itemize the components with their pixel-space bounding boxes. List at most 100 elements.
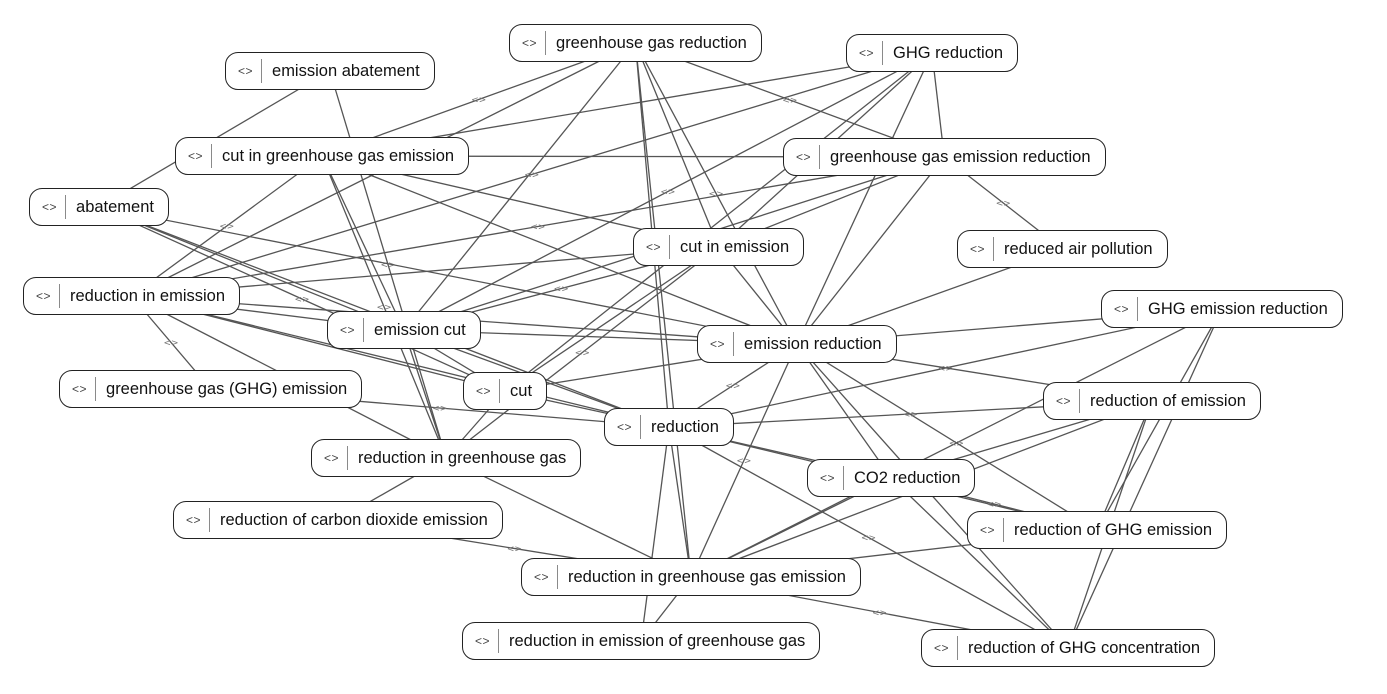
node-divider [65, 195, 67, 219]
edge-n7-n14 [504, 246, 719, 392]
node-reduction-in-emission[interactable]: <>reduction in emission [23, 277, 241, 315]
edge-n16-n22 [640, 426, 670, 642]
node-cut-in-emission[interactable]: <>cut in emission [633, 228, 805, 266]
node-divider [1003, 518, 1005, 542]
node-reduction-of-ghg-emission[interactable]: <>reduction of GHG emission [967, 511, 1228, 549]
node-cut-in-greenhouse-gas-emission[interactable]: <> cut in greenhouse gas emission [175, 137, 470, 175]
edge-n4-n17 [321, 155, 447, 459]
node-label: emission cut [374, 320, 466, 339]
node-label: cut [510, 381, 533, 400]
node-greenhouse-gas-ghg-emission[interactable]: <> greenhouse gas (GHG) emission [59, 370, 363, 408]
node-abatement[interactable]: <> abatement [29, 188, 169, 226]
node-emission-reduction[interactable]: <>emission reduction [697, 325, 897, 363]
edge-n6-n12 [98, 206, 797, 345]
node-label: reduction of carbon dioxide emission [220, 510, 488, 529]
expand-toggle-icon[interactable]: <> [980, 523, 996, 537]
edge-n5-n9 [131, 156, 945, 297]
expand-toggle-icon[interactable]: <> [42, 200, 58, 214]
expand-toggle-icon[interactable]: <> [820, 471, 836, 485]
node-divider [557, 565, 559, 589]
expand-toggle-icon[interactable]: <> [340, 323, 356, 337]
edge-n3-n17 [329, 70, 447, 459]
node-cut[interactable]: <> cut [463, 372, 548, 410]
edge-marker-icon: <> [861, 534, 876, 544]
node-greenhouse-gas-reduction[interactable]: <>greenhouse gas reduction [509, 24, 762, 62]
node-emission-abatement[interactable]: <>emission abatement [225, 52, 435, 90]
edge-marker-icon: <> [725, 382, 740, 392]
node-reduction-in-greenhouse-gas[interactable]: <>reduction in greenhouse gas [311, 439, 582, 477]
node-divider [1137, 297, 1139, 321]
node-label: abatement [76, 197, 154, 216]
edge-marker-icon: <> [432, 404, 447, 414]
edge-n2-n9 [131, 52, 933, 297]
edge-n1-n12 [634, 42, 798, 345]
expand-toggle-icon[interactable]: <> [476, 384, 492, 398]
expand-toggle-icon[interactable]: <> [238, 64, 254, 78]
node-divider [499, 379, 501, 403]
edge-n1-n7 [634, 42, 720, 248]
node-label: reduction in greenhouse gas emission [568, 567, 846, 586]
expand-toggle-icon[interactable]: <> [324, 451, 340, 465]
node-label: GHG emission reduction [1148, 299, 1328, 318]
edge-marker-icon: <> [219, 222, 234, 232]
edge-marker-icon: <> [736, 457, 751, 467]
node-label: reduction of GHG concentration [968, 638, 1201, 657]
node-label: CO2 reduction [854, 468, 961, 487]
expand-toggle-icon[interactable]: <> [710, 337, 726, 351]
node-divider [669, 235, 671, 259]
edge-n4-n12 [321, 155, 798, 345]
node-divider [347, 446, 349, 470]
edge-marker-icon: <> [949, 439, 964, 449]
node-ghg-emission-reduction[interactable]: <> GHG emission reduction [1101, 290, 1343, 328]
expand-toggle-icon[interactable]: <> [188, 149, 204, 163]
node-reduction-of-ghg-concentration[interactable]: <> reduction of GHG concentration [921, 629, 1216, 667]
edge-n4-n9 [131, 155, 323, 297]
edge-marker-icon: <> [507, 545, 522, 555]
expand-toggle-icon[interactable]: <> [1056, 394, 1072, 408]
node-reduced-air-pollution[interactable]: <>reduced air pollution [957, 230, 1168, 268]
expand-toggle-icon[interactable]: <> [796, 150, 812, 164]
node-greenhouse-gas-emission-reduction[interactable]: <> greenhouse gas emission reduction [783, 138, 1106, 176]
node-co2-reduction[interactable]: <> CO2 reduction [807, 459, 976, 497]
expand-toggle-icon[interactable]: <> [617, 420, 633, 434]
expand-toggle-icon[interactable]: <> [859, 46, 875, 60]
edge-n17-n21 [445, 457, 692, 578]
node-label: reduction [651, 417, 719, 436]
edge-n11-n17 [403, 329, 447, 459]
expand-toggle-icon[interactable]: <> [72, 382, 88, 396]
expand-toggle-icon[interactable]: <> [1114, 302, 1130, 316]
node-divider [843, 466, 845, 490]
edge-marker-icon: <> [377, 303, 392, 313]
edge-n10-n23 [1067, 308, 1223, 649]
expand-toggle-icon[interactable]: <> [475, 634, 491, 648]
node-label: cut in greenhouse gas emission [222, 146, 455, 165]
expand-toggle-icon[interactable]: <> [646, 240, 662, 254]
expand-toggle-icon[interactable]: <> [186, 513, 202, 527]
edge-n1-n21 [634, 42, 692, 578]
edge-n15-n20 [1096, 400, 1153, 531]
edge-marker-icon: <> [938, 364, 953, 374]
edge-marker-icon: <> [294, 295, 309, 305]
edge-n18-n23 [890, 477, 1069, 649]
node-label: greenhouse gas (GHG) emission [106, 379, 348, 398]
node-reduction-in-greenhouse-gas-emission[interactable]: <> reduction in greenhouse gas emission [521, 558, 861, 596]
edge-marker-icon: <> [782, 96, 797, 106]
node-divider [363, 318, 365, 342]
expand-toggle-icon[interactable]: <> [36, 289, 52, 303]
node-reduction[interactable]: <> reduction [604, 408, 734, 446]
node-divider [95, 377, 97, 401]
node-ghg-reduction[interactable]: <>GHG reduction [846, 34, 1019, 72]
edge-n12-n20 [796, 343, 1098, 531]
node-reduction-in-emission-of-greenhouse-gas[interactable]: <>reduction in emission of greenhouse ga… [462, 622, 821, 660]
node-reduction-of-emission[interactable]: <>reduction of emission [1043, 382, 1261, 420]
edge-n2-n14 [504, 52, 933, 392]
edge-marker-icon: <> [660, 188, 675, 198]
node-label: greenhouse gas emission reduction [830, 147, 1091, 166]
expand-toggle-icon[interactable]: <> [934, 641, 950, 655]
expand-toggle-icon[interactable]: <> [534, 570, 550, 584]
node-reduction-of-carbon-dioxide-emission[interactable]: <> reduction of carbon dioxide emission [173, 501, 503, 539]
edge-n16-n21 [668, 426, 692, 578]
expand-toggle-icon[interactable]: <> [522, 36, 538, 50]
expand-toggle-icon[interactable]: <> [970, 242, 986, 256]
node-emission-cut[interactable]: <> emission cut [327, 311, 481, 349]
